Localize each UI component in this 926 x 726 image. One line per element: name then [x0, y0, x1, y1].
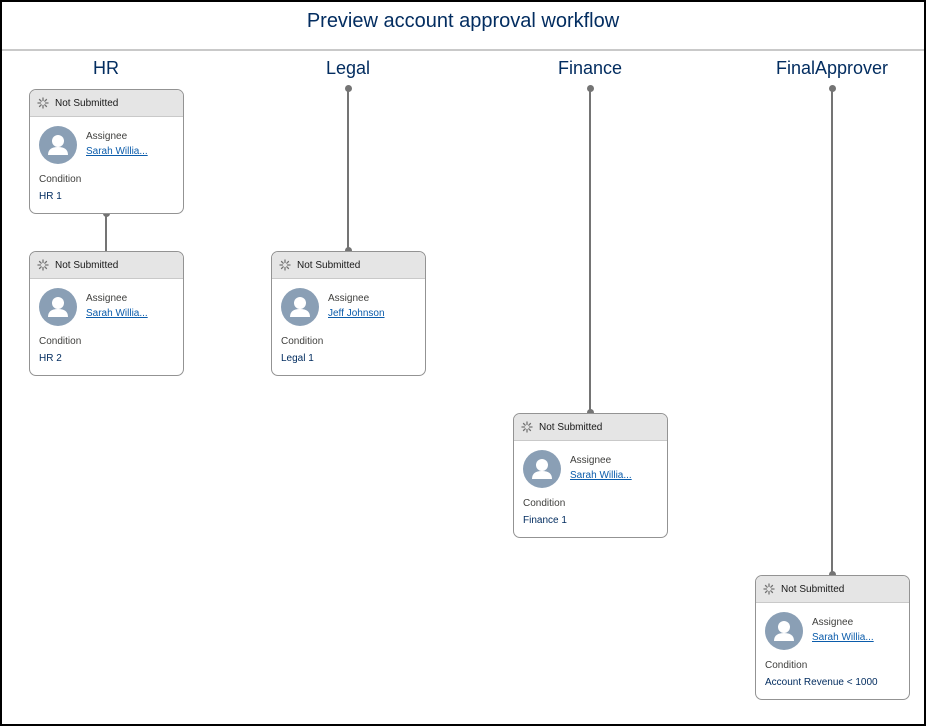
- connector-dot-finance-top: [586, 85, 594, 92]
- lane-title-finalapprover: FinalApprover: [775, 58, 889, 78]
- user-avatar-icon: [39, 126, 77, 164]
- assignee-label: Assignee: [328, 293, 370, 304]
- spinner-icon: [763, 583, 775, 595]
- assignee-label: Assignee: [86, 293, 128, 304]
- connector-dot-finalapprover-top: [828, 85, 836, 92]
- user-avatar-icon: [281, 288, 319, 326]
- condition-value: Finance 1: [523, 515, 567, 526]
- page-header: Preview account approval workflow: [2, 2, 924, 51]
- status-text: Not Submitted: [55, 97, 119, 109]
- condition-value: Legal 1: [281, 353, 314, 364]
- connector-dot-finalapprover-bottom: [828, 571, 836, 578]
- card-status-header: Not Submitted: [272, 252, 425, 279]
- assignee-link[interactable]: Sarah Willia...: [86, 308, 148, 319]
- lane-title-legal: Legal: [325, 58, 371, 78]
- lane-title-hr: HR: [93, 58, 119, 78]
- spinner-icon: [279, 259, 291, 271]
- user-avatar-icon: [523, 450, 561, 488]
- connector-dot-legal-top: [344, 85, 352, 92]
- condition-label: Condition: [281, 336, 324, 347]
- assignee-label: Assignee: [812, 617, 854, 628]
- condition-value: Account Revenue < 1000: [765, 677, 878, 688]
- approval-step-card[interactable]: Not Submitted Assignee Jeff Johnson Cond…: [271, 251, 426, 376]
- spinner-icon: [37, 97, 49, 109]
- assignee-label: Assignee: [86, 131, 128, 142]
- assignee-link[interactable]: Sarah Willia...: [812, 632, 874, 643]
- assignee-link[interactable]: Jeff Johnson: [328, 308, 385, 319]
- condition-label: Condition: [39, 336, 82, 347]
- assignee-label: Assignee: [570, 455, 612, 466]
- status-text: Not Submitted: [55, 259, 119, 271]
- status-text: Not Submitted: [781, 583, 845, 595]
- condition-label: Condition: [39, 174, 82, 185]
- status-text: Not Submitted: [539, 421, 603, 433]
- connector-finalapprover: [831, 88, 833, 576]
- condition-label: Condition: [765, 660, 808, 671]
- condition-value: HR 1: [39, 191, 62, 202]
- spinner-icon: [37, 259, 49, 271]
- condition-label: Condition: [523, 498, 566, 509]
- user-avatar-icon: [765, 612, 803, 650]
- connector-dot-legal-bottom: [344, 247, 352, 254]
- approval-step-card[interactable]: Not Submitted Assignee Sarah Willia... C…: [513, 413, 668, 538]
- assignee-link[interactable]: Sarah Willia...: [570, 470, 632, 481]
- connector-hr: [105, 213, 107, 252]
- connector-legal: [347, 88, 349, 252]
- approval-step-card[interactable]: Not Submitted Assignee Sarah Willia... C…: [29, 251, 184, 376]
- connector-dot-finance-bottom: [586, 409, 594, 416]
- approval-step-card[interactable]: Not Submitted Assignee Sarah Willia... C…: [29, 89, 184, 214]
- assignee-link[interactable]: Sarah Willia...: [86, 146, 148, 157]
- approval-step-card[interactable]: Not Submitted Assignee Sarah Willia... C…: [755, 575, 910, 700]
- spinner-icon: [521, 421, 533, 433]
- card-status-header: Not Submitted: [30, 252, 183, 279]
- lane-title-finance: Finance: [557, 58, 623, 78]
- status-text: Not Submitted: [297, 259, 361, 271]
- condition-value: HR 2: [39, 353, 62, 364]
- connector-finance: [589, 88, 591, 414]
- card-status-header: Not Submitted: [756, 576, 909, 603]
- page-title: Preview account approval workflow: [306, 10, 620, 32]
- user-avatar-icon: [39, 288, 77, 326]
- card-status-header: Not Submitted: [514, 414, 667, 441]
- card-status-header: Not Submitted: [30, 90, 183, 117]
